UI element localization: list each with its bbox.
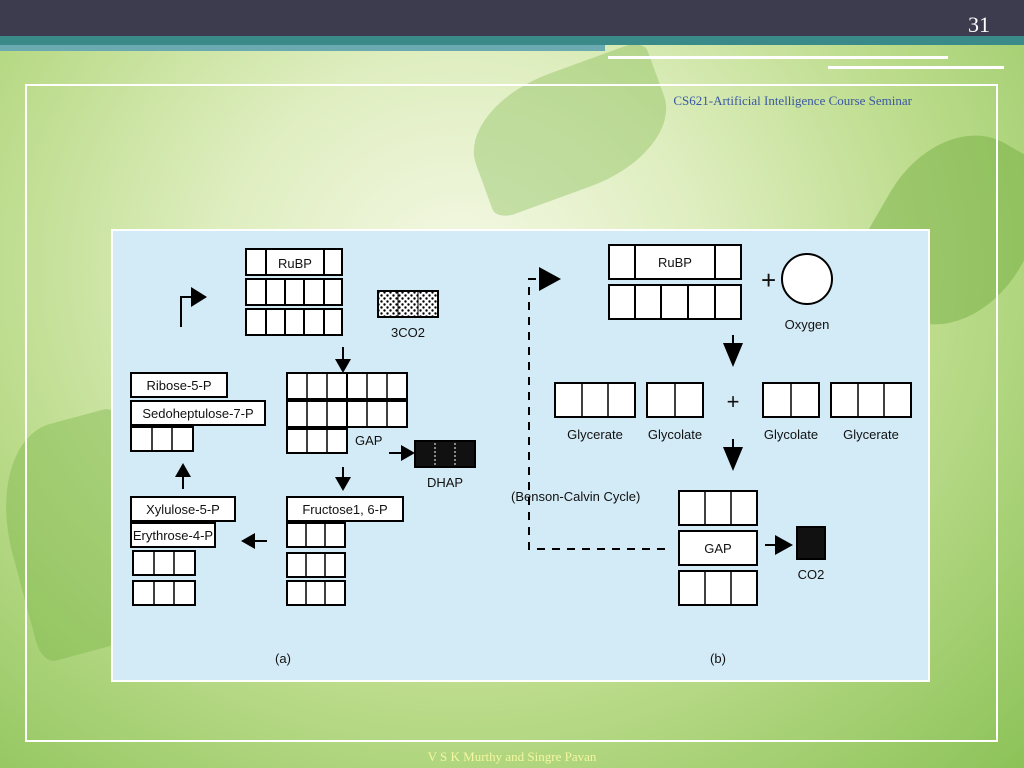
- down-arrow: [723, 447, 743, 471]
- slide-number: 31: [968, 12, 990, 37]
- accent-line: [608, 56, 948, 59]
- arrow-head: [539, 267, 561, 291]
- co2-input-label: 3CO2: [391, 325, 425, 340]
- right-arrow: [775, 535, 793, 555]
- oxygen-circle: [781, 253, 833, 305]
- ribose-box: [130, 372, 228, 398]
- panel-b-caption: (b): [710, 651, 726, 666]
- co2-input-box: [377, 290, 439, 318]
- oxygen-label: Oxygen: [785, 317, 830, 332]
- fructose-label: Fructose1, 6-P: [302, 502, 387, 517]
- arrow-head: [191, 287, 207, 307]
- gap-stack-b: [678, 490, 758, 606]
- content-frame: [25, 84, 998, 742]
- plus-sign: +: [727, 389, 740, 414]
- phosphoglycerate-grid: [286, 372, 408, 454]
- co2-output-label: CO2: [798, 567, 825, 582]
- rubp-molecule-b: [608, 244, 742, 320]
- slide-footer: V S K Murthy and Singre Pavan: [427, 749, 597, 764]
- glycerate-left-label: Glycerate: [567, 427, 623, 442]
- xylulose-box: [130, 496, 236, 522]
- calvin-cycle-diagram: RuBP 3CO2 GAP DHAP: [111, 229, 930, 682]
- gap-label-b: GAP: [704, 541, 731, 556]
- rubp-label-a: RuBP: [278, 256, 312, 271]
- rubp-label-b: RuBP: [658, 255, 692, 270]
- down-arrow: [723, 343, 743, 367]
- gap-label-a: GAP: [355, 433, 382, 448]
- dashed-return-path: [528, 278, 665, 550]
- panel-a-caption: (a): [275, 651, 291, 666]
- benson-calvin-label: (Benson-Calvin Cycle): [511, 489, 640, 504]
- plus-sign: +: [761, 265, 776, 295]
- glycolate-left-label: Glycolate: [648, 427, 702, 442]
- fructose-box: [286, 496, 404, 522]
- accent-line: [828, 66, 1004, 69]
- return-arrow: [180, 296, 193, 327]
- slide-header: CS621-Artificial Intelligence Course Sem…: [673, 93, 912, 108]
- glycolate-right-label: Glycolate: [764, 427, 818, 442]
- down-arrow: [335, 477, 351, 491]
- panel-a: RuBP 3CO2 GAP DHAP: [130, 248, 476, 666]
- accent-bar-light: [0, 45, 605, 51]
- erythrose-box: [130, 522, 216, 548]
- erythrose-label: Erythrose-4-P: [133, 528, 213, 543]
- sedoheptulose-label: Sedoheptulose-7-P: [142, 406, 253, 421]
- xylulose-label: Xylulose-5-P: [146, 502, 220, 517]
- co2-output-box: [796, 526, 826, 560]
- sedoheptulose-box: [130, 400, 266, 426]
- right-arrow: [401, 445, 415, 461]
- top-bar: [0, 0, 1024, 36]
- glycerate-right-label: Glycerate: [843, 427, 899, 442]
- up-arrow: [175, 463, 191, 477]
- accent-bar: [0, 36, 1024, 45]
- dhap-label: DHAP: [427, 475, 463, 490]
- ribose-label: Ribose-5-P: [146, 378, 211, 393]
- rubp-molecule-a: [245, 248, 343, 336]
- panel-b: RuBP + Oxygen + Glycerate Glycolate Glyc…: [511, 244, 912, 666]
- dhap-box: [414, 440, 476, 468]
- left-arrow: [241, 533, 255, 549]
